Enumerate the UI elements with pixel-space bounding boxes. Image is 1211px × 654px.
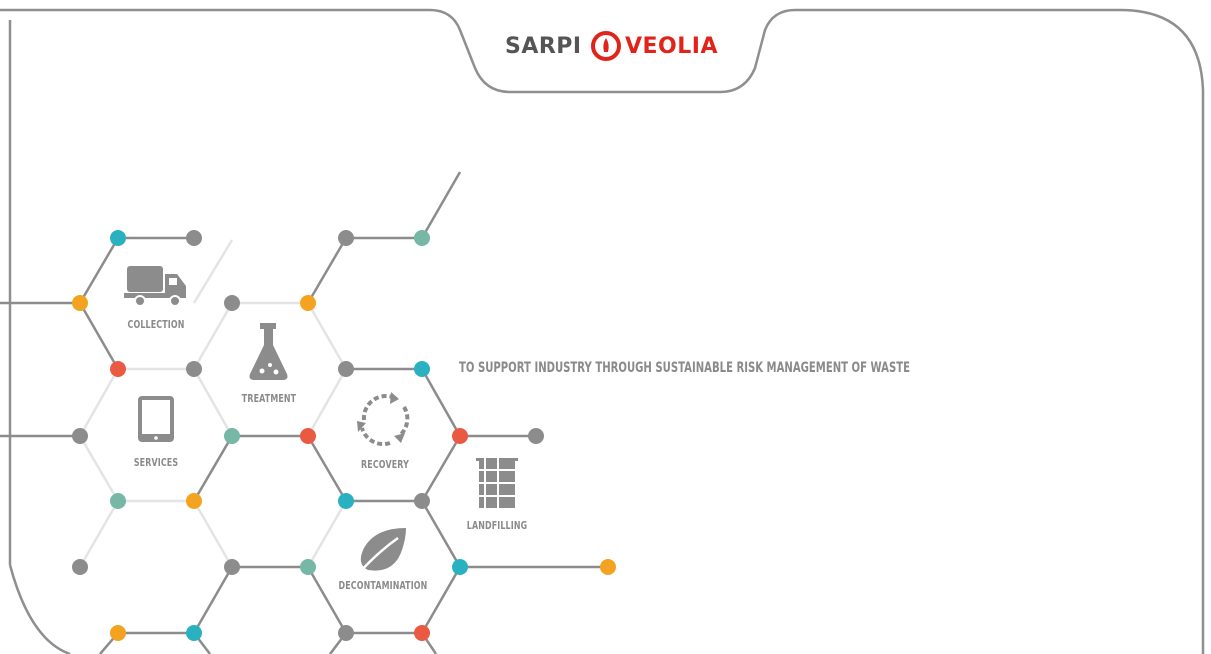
leaf-icon [357,528,406,575]
flask-icon [249,323,288,380]
tablet-icon [138,396,174,442]
label-landfilling: LANDFILLING [466,519,528,532]
veolia-flame-icon [591,31,621,61]
label-recovery: RECOVERY [361,458,409,471]
frame-outline [0,8,1205,654]
logo-veolia-text: VEOLIA [625,34,718,59]
logo-sarpi-text: SARPI [505,34,582,59]
label-services: SERVICES [133,456,179,469]
label-collection: COLLECTION [127,318,185,331]
mission-tagline: TO SUPPORT INDUSTRY THROUGH SUSTAINABLE … [459,360,910,376]
label-decontamination: DECONTAMINATION [338,579,428,592]
label-treatment: TREATMENT [241,392,297,405]
recycle-icon [357,392,410,447]
truck-icon [124,266,186,307]
frame-outline-bottom [8,564,71,654]
sarpi-veolia-logo: SARPI VEOLIA [505,28,725,68]
barrels-icon [476,458,518,508]
